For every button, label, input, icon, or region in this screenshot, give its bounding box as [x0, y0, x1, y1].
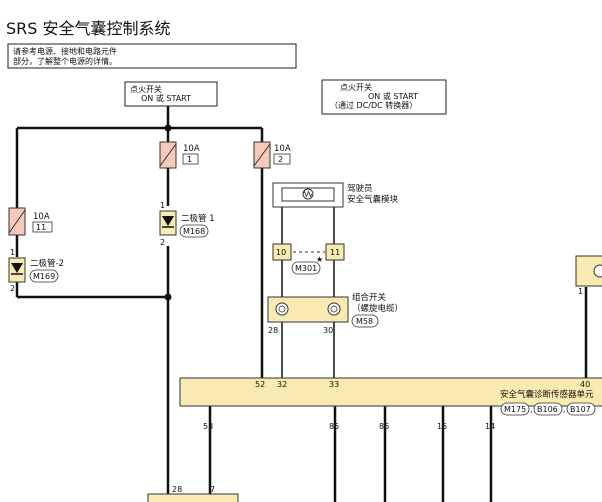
cu-bottom-pin-15: 15 [437, 422, 447, 431]
ign-right-line-1: 点火开关 [340, 82, 372, 92]
squib-icon [302, 188, 314, 200]
diode-2-pin-top: 1 [10, 248, 15, 257]
cu-top-pin-33: 33 [329, 380, 339, 389]
cu-top-pin-40: 40 [580, 380, 590, 389]
diode-1-icon [162, 216, 174, 226]
diode-1-connector: M168 [183, 227, 205, 236]
ign-left-line-2: ON 或 START [141, 93, 191, 103]
cu-bottom-pin-53: 53 [203, 422, 213, 431]
driver-module-line-1: 驾驶员 [347, 183, 373, 194]
m301-pin-right: 11 [330, 248, 340, 257]
ignition-switch-box-left [124, 81, 218, 107]
diode-2: 1 2 二极管-2 M169 [8, 248, 64, 293]
ignition-switch-box-right [321, 79, 447, 115]
cu-connector-b106: B106 [537, 405, 558, 414]
connector-m301: 10 11 ★ M301 [272, 243, 345, 275]
fuse-1-amp: 10A [183, 144, 200, 154]
spiral-cable-icon-left [275, 302, 289, 316]
cu-bottom-pin-86: 86 [379, 422, 389, 431]
cu-connector-sep-1: , [530, 405, 533, 414]
right-pin: 1 [578, 287, 583, 296]
fuse-1-num: 1 [187, 155, 192, 164]
diagram-title: SRS 安全气囊控制系统 [6, 19, 171, 38]
ign-right-line-3: （通过 DC/DC 转换器） [330, 100, 417, 110]
bottom-pin-7: 7 [210, 485, 215, 494]
ign-left-line-1: 点火开关 [130, 84, 162, 94]
m301-pin-left: 10 [276, 248, 286, 257]
cu-connector-b107: B107 [570, 405, 591, 414]
diode-2-icon [11, 263, 23, 273]
combination-switch: 组合开关 （螺旋电缆） M58 28 30 [267, 292, 403, 335]
splice-dot-bottom [164, 293, 172, 301]
bottom-pin-28: 28 [172, 485, 182, 494]
combo-switch-connector: M58 [356, 317, 373, 326]
splice-dot-top [164, 124, 172, 132]
note-line-1: 请参考电源、接地和电路元件 [13, 46, 117, 56]
cu-connector-m175: M175 [504, 405, 526, 414]
combo-pin-left: 28 [268, 326, 278, 335]
cu-bottom-pin-14: 14 [485, 422, 495, 431]
driver-airbag-module: 驾驶员 安全气囊模块 [272, 182, 399, 208]
bottom-partial-component: 28 7 [147, 485, 239, 502]
right-partial-component: 1 [575, 255, 602, 296]
fuse-2-amp: 10A [274, 144, 291, 154]
cu-top-pin-32: 32 [277, 380, 287, 389]
diode-1-pin-top: 1 [160, 201, 165, 210]
airbag-diagnosis-sensor-unit: 52 32 33 40 安全气囊诊断传感器单元 53 85 86 15 14 [179, 377, 602, 431]
indicator-icon [593, 264, 602, 278]
cu-bottom-pin-85: 85 [329, 422, 339, 431]
combo-switch-line-1: 组合开关 [352, 292, 387, 303]
fuse-11-num: 11 [36, 223, 46, 232]
diode-1-label: 二极管 1 [181, 213, 215, 224]
control-unit-label: 安全气囊诊断传感器单元 [500, 389, 594, 400]
combo-pin-right: 30 [323, 326, 333, 335]
diode-2-pin-bottom: 2 [10, 284, 15, 293]
fuse-11-amp: 10A [33, 212, 50, 222]
ign-right-line-2: ON 或 START [368, 91, 418, 101]
m301-star: ★ [316, 255, 323, 264]
spiral-cable-icon-right [327, 302, 341, 316]
bus-wires [15, 106, 588, 502]
note-box [7, 43, 297, 69]
diode-1-pin-bottom: 2 [160, 238, 165, 247]
cu-connector-sep-2: , [563, 405, 566, 414]
fuse-11: 10A 11 [8, 207, 53, 236]
signal-wires [281, 207, 335, 378]
fuse-2: 10A 2 [253, 141, 291, 169]
diode-1: 1 2 二极管 1 M168 [159, 201, 215, 247]
driver-module-line-2: 安全气囊模块 [347, 194, 399, 205]
diode-2-label: 二极管-2 [30, 258, 64, 269]
cu-top-pin-52: 52 [255, 380, 265, 389]
m301-connector: M301 [295, 264, 317, 273]
fuse-2-num: 2 [278, 155, 283, 164]
fuse-1: 10A 1 [159, 141, 200, 169]
note-line-2: 部分，了解整个电源的详情。 [13, 56, 117, 66]
combo-switch-line-2: （螺旋电缆） [352, 303, 403, 314]
diode-2-connector: M169 [33, 272, 55, 281]
